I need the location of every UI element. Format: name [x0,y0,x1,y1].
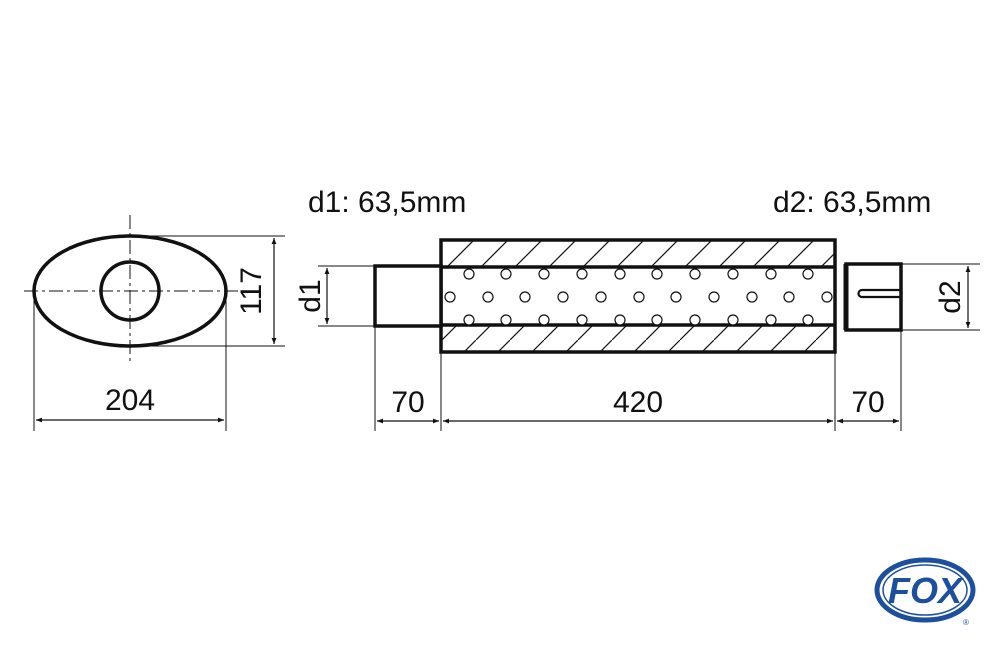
outlet-length-label: 70 [851,386,884,419]
d1-spec-label: d1: 63,5mm [308,186,466,219]
d2-spec-label: d2: 63,5mm [773,186,931,219]
logo-text: FOX [888,570,964,611]
d1-symbol-label: d1 [294,279,327,312]
fox-logo: FOX ® [874,557,976,627]
body-length-label: 420 [613,386,663,419]
registered-mark: ® [963,618,969,627]
oval-cross-section [24,215,285,431]
muffler-side-view [318,238,980,431]
oval-width-label: 204 [105,384,155,417]
inlet-length-label: 70 [391,386,424,419]
d2-symbol-label: d2 [934,280,967,313]
oval-height-label: 117 [235,267,268,315]
